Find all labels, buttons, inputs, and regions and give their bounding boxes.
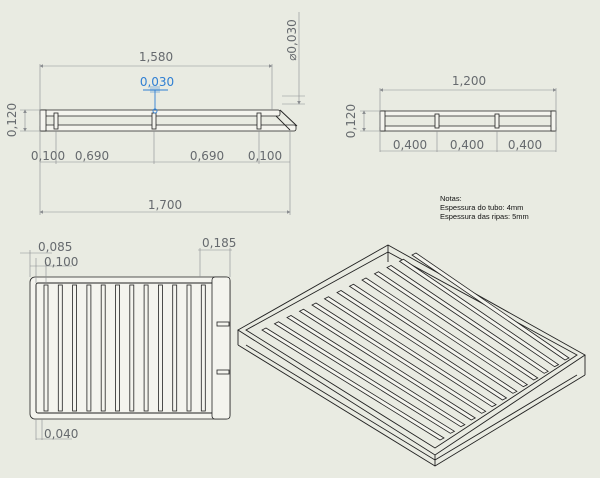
top-slat [157,284,163,412]
top-d1-dim: 0,085 [38,240,72,254]
iso-slat [286,315,466,428]
top-slat [143,284,149,412]
iso-slat [273,321,456,434]
top-view: 0,085 0,100 0,185 0,040 [20,236,236,441]
front-tube-dia-dim: ⌀0,030 [285,19,299,61]
top-slat [86,284,92,412]
front-view: 1,580 0,120 ⌀0,030 0,030 0,100 0,690 0,6… [5,12,305,215]
front-tube-selected-dim[interactable]: 0,030 [140,75,174,89]
top-slat [186,284,192,412]
iso-slat [311,302,487,414]
iso-slat [398,258,560,368]
isometric-view [237,244,586,467]
side-view: 1,200 0,120 0,400 0,400 0,400 [344,74,557,152]
top-view-slats [43,284,206,412]
notes-title: Notas: [440,194,462,203]
front-view-rack [39,108,298,132]
front-seg3-dim: 0,690 [190,149,224,163]
top-slat [172,284,178,412]
iso-slat [373,271,539,381]
iso-slat [411,252,570,361]
notes-line2: Espessura das ripas: 5mm [440,212,529,221]
top-slat [43,284,49,412]
side-seg3-dim: 0,400 [508,138,542,152]
top-d4-dim: 0,040 [44,427,78,441]
front-seg4-dim: 0,100 [248,149,282,163]
iso-slat [386,265,549,374]
front-seg1-dim: 0,100 [31,149,65,163]
side-view-rack [379,110,557,132]
iso-slat [348,283,518,394]
top-slat [100,284,106,412]
notes-block: Notas: Espessura do tubo: 4mm Espessura … [440,194,529,221]
front-height-dim: 0,120 [5,103,19,137]
isometric-slats [261,252,570,441]
side-seg2-dim: 0,400 [450,138,484,152]
side-height-dim: 0,120 [344,104,358,138]
front-overall-top-dim: 1,580 [139,50,173,64]
top-slat [129,284,135,412]
side-width-dim: 1,200 [452,74,486,88]
iso-slat [261,327,445,441]
iso-slat [361,277,529,388]
top-slat [72,284,77,412]
top-slat [200,284,206,412]
top-slat [115,284,120,412]
top-slat [57,284,63,412]
iso-slat [323,296,497,408]
iso-slat [336,290,508,401]
front-overall-bottom-dim: 1,700 [148,198,182,212]
side-seg1-dim: 0,400 [393,138,427,152]
top-d3-dim: 0,185 [202,236,236,250]
notes-line1: Espessura do tubo: 4mm [440,203,523,212]
front-seg2-dim: 0,690 [75,149,109,163]
iso-slat [298,308,477,421]
top-d2-dim: 0,100 [44,255,78,269]
